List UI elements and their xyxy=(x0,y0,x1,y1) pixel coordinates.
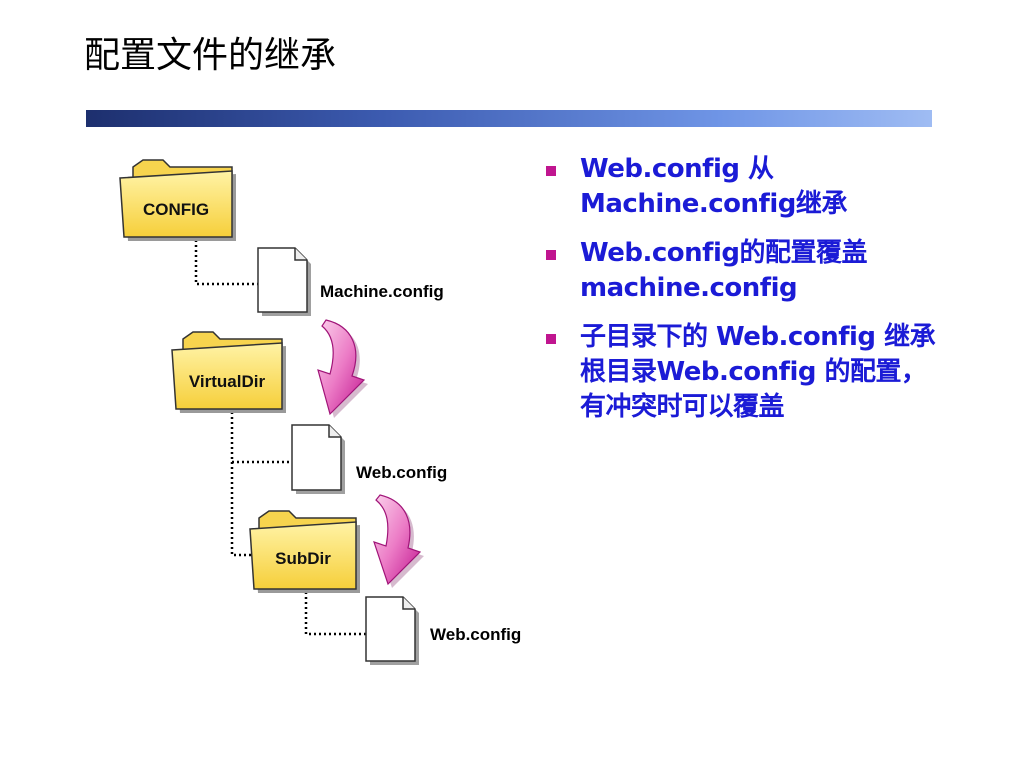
title-rule xyxy=(86,110,932,127)
folder-icon-subdir xyxy=(249,510,360,593)
connector-virtualdir-web xyxy=(230,412,292,557)
folder-label-subdir: SubDir xyxy=(275,549,331,568)
slide-title: 配置文件的继承 xyxy=(84,35,337,76)
file-label-machine-config: Machine.config xyxy=(320,282,444,301)
bullet-text: Web.config的配置覆盖 machine.config xyxy=(580,238,868,303)
folder-icon-config xyxy=(119,159,236,241)
connector-subdir-web xyxy=(304,592,366,636)
bullet-text: 子目录下的 Web.config 继承根目录Web.config 的配置，有冲突… xyxy=(580,322,936,422)
file-label-web-config-2: Web.config xyxy=(430,625,522,644)
inheritance-arrow-icon-2 xyxy=(373,494,424,588)
bullet-text: Web.config 从 Machine.config继承 xyxy=(580,154,847,219)
connector-config-machine xyxy=(194,240,258,286)
folder-label-config: CONFIG xyxy=(142,200,210,219)
folder-label-virtualdir: VirtualDir xyxy=(188,372,266,391)
document-icon-web-config-2 xyxy=(365,596,419,665)
bullet-item: Web.config的配置覆盖 machine.config xyxy=(540,236,940,306)
square-bullet-icon xyxy=(546,334,556,344)
square-bullet-icon xyxy=(546,250,556,260)
inheritance-arrow-icon-1 xyxy=(317,319,368,418)
bullet-list: Web.config 从 Machine.config继承 Web.config… xyxy=(540,152,940,439)
bullet-item: Web.config 从 Machine.config继承 xyxy=(540,152,940,222)
square-bullet-icon xyxy=(546,166,556,176)
folder-icon-virtualdir xyxy=(171,331,286,413)
file-label-web-config-1: Web.config xyxy=(356,463,448,482)
document-icon-machine-config xyxy=(257,247,311,316)
bullet-item: 子目录下的 Web.config 继承根目录Web.config 的配置，有冲突… xyxy=(540,320,940,425)
document-icon-web-config-1 xyxy=(291,424,345,494)
